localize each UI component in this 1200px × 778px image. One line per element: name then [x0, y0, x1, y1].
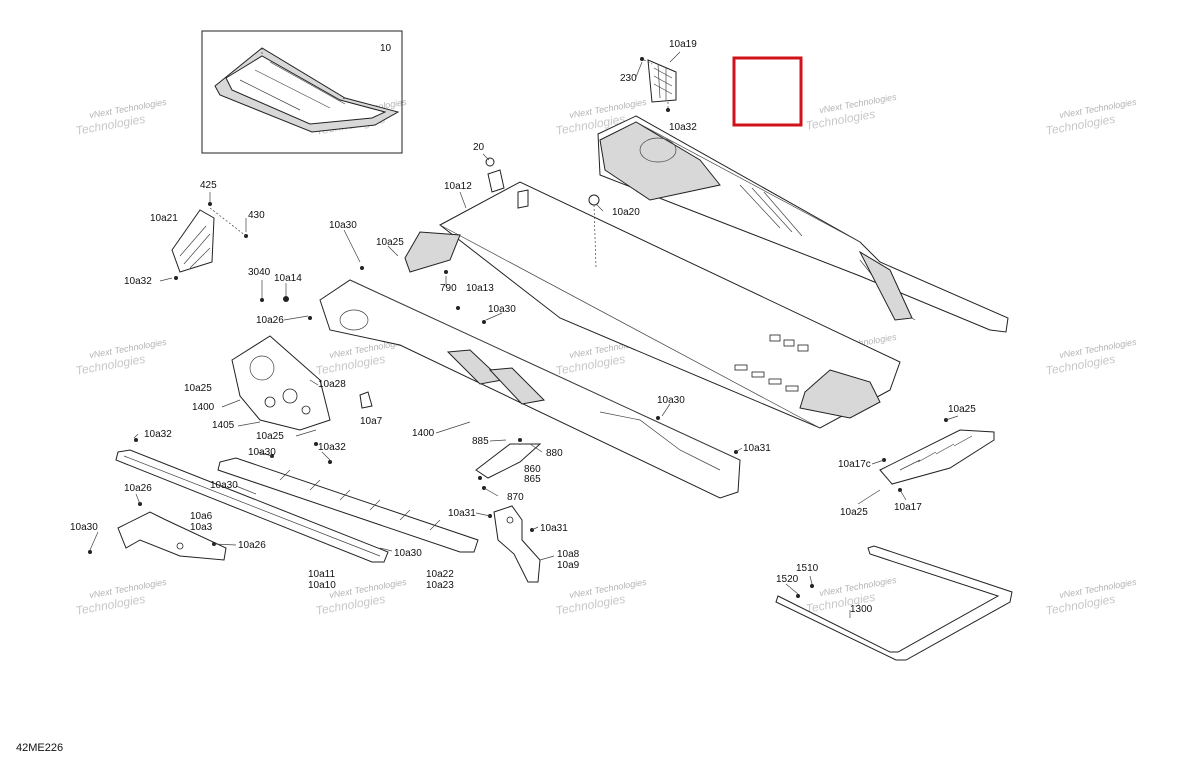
figure-code: 42ME226	[16, 742, 64, 754]
part-10a21	[171, 202, 248, 280]
callout-10a12: 10a12	[444, 181, 472, 192]
callout-1520: 1520	[776, 574, 799, 585]
callout-10a8: 10a8	[557, 549, 580, 560]
callout-885: 885	[472, 436, 489, 447]
part-860	[475, 438, 542, 490]
callout-1405: 1405	[212, 420, 235, 431]
fastener-dots	[88, 266, 948, 554]
callout-10a26: 10a26	[256, 315, 284, 326]
part-10a12-tunnel	[404, 157, 901, 429]
callout-10a25: 10a25	[840, 507, 868, 518]
callout-1400: 1400	[412, 428, 435, 439]
part-10a11	[115, 449, 389, 563]
callout-3040: 3040	[248, 267, 271, 278]
part-left-tunnel-side	[319, 279, 741, 499]
callout-20: 20	[473, 142, 485, 153]
callout-10a25: 10a25	[184, 383, 212, 394]
callout-10a30: 10a30	[70, 522, 98, 533]
callout-10a30: 10a30	[488, 304, 516, 315]
part-right-tunnel-side	[597, 115, 1009, 333]
callout-10a31: 10a31	[448, 508, 476, 519]
callout-10a31: 10a31	[743, 443, 771, 454]
inset-tunnel-drawing	[214, 47, 400, 133]
callout-10a3: 10a3	[190, 522, 213, 533]
callout-10a30: 10a30	[394, 548, 422, 559]
callout-860: 860	[524, 464, 541, 475]
callout-865: 865	[524, 474, 541, 485]
callout-10a21: 10a21	[150, 213, 178, 224]
part-1300	[775, 545, 1013, 661]
leader-lines	[89, 51, 959, 618]
callout-10a32: 10a32	[144, 429, 172, 440]
tunnel-slots	[734, 334, 881, 419]
inset-box	[201, 30, 403, 154]
callout-10a30: 10a30	[248, 447, 276, 458]
part-10a6	[117, 511, 227, 561]
part-10a8	[493, 505, 541, 583]
callout-10a32: 10a32	[669, 122, 697, 133]
part-10a19	[640, 57, 677, 112]
callout-10a7: 10a7	[360, 416, 383, 427]
part-10a28	[231, 335, 331, 431]
callout-10a13: 10a13	[466, 283, 494, 294]
callout-1300: 1300	[850, 604, 873, 615]
callout-430: 430	[248, 210, 265, 221]
callout-10a11: 10a11	[308, 569, 336, 580]
callout-10a17: 10a17	[894, 502, 922, 513]
callout-425: 425	[200, 180, 217, 191]
callout-10a19: 10a19	[669, 39, 697, 50]
part-10a7	[359, 391, 373, 409]
callout-10a25: 10a25	[948, 404, 976, 415]
callout-10a17c: 10a17c	[838, 459, 871, 470]
callout-10a6: 10a6	[190, 511, 213, 522]
callout-10a23: 10a23	[426, 580, 454, 591]
callout-10a14: 10a14	[274, 273, 302, 284]
callout-10a26: 10a26	[238, 540, 266, 551]
callout-10a26: 10a26	[124, 483, 152, 494]
callout-10a31: 10a31	[540, 523, 568, 534]
callout-10a25: 10a25	[376, 237, 404, 248]
callout-10a10: 10a10	[308, 580, 336, 591]
callout-10a28: 10a28	[318, 379, 346, 390]
callout-10a20: 10a20	[612, 207, 640, 218]
callout-labels: 10 10a19 230 10a32 20 10a12 10a20 425 10…	[70, 39, 976, 615]
callout-230: 230	[620, 73, 637, 84]
callout-10: 10	[380, 43, 392, 54]
callout-1400: 1400	[192, 402, 215, 413]
highlight-box	[732, 56, 803, 127]
callout-10a32: 10a32	[318, 442, 346, 453]
callout-10a9: 10a9	[557, 560, 580, 571]
callout-870: 870	[507, 492, 524, 503]
callout-10a30: 10a30	[329, 220, 357, 231]
callout-10a22: 10a22	[426, 569, 454, 580]
callout-790: 790	[440, 283, 457, 294]
part-10a22	[217, 457, 479, 553]
callout-880: 880	[546, 448, 563, 459]
callout-10a30: 10a30	[210, 480, 238, 491]
callout-1510: 1510	[796, 563, 819, 574]
callout-10a32: 10a32	[124, 276, 152, 287]
callout-10a25: 10a25	[256, 431, 284, 442]
part-10a17	[879, 429, 995, 485]
callout-10a30: 10a30	[657, 395, 685, 406]
